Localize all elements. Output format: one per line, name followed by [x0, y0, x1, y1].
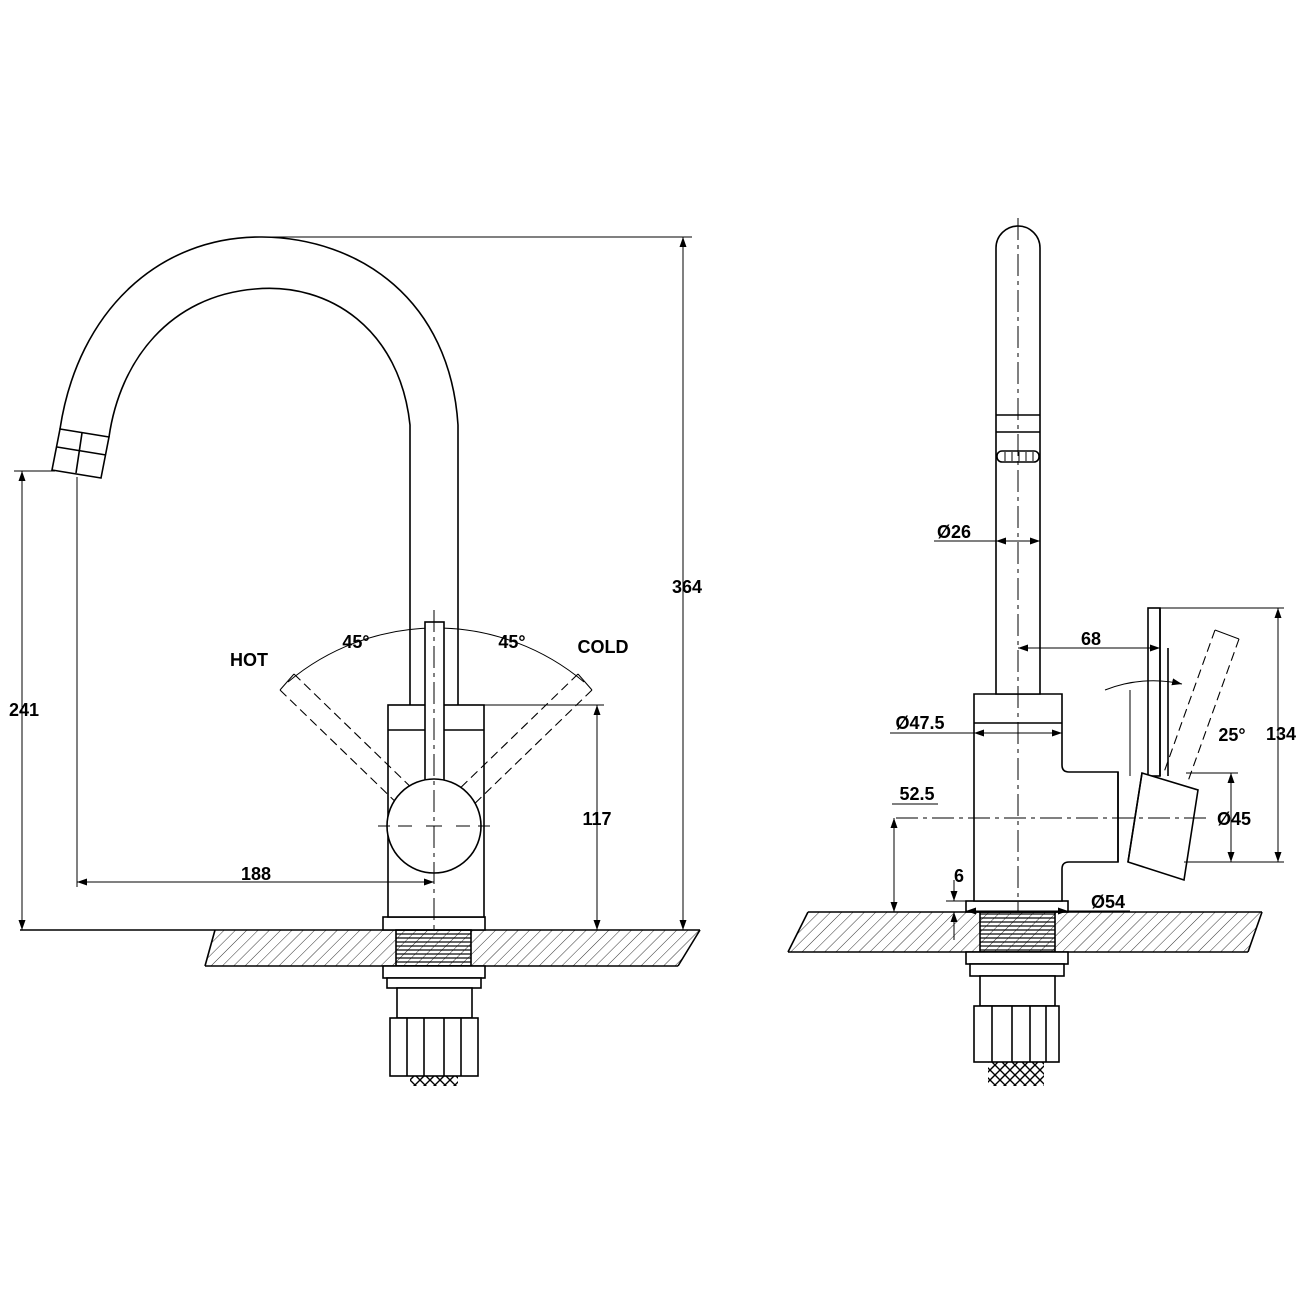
- dim-flange-thickness: 6: [946, 866, 972, 940]
- hot-angle-label: 45°: [342, 632, 369, 652]
- dim-lever-height: 134: [1160, 607, 1296, 863]
- side-view: Ø26 68 Ø47.5 52.5 6: [787, 218, 1296, 1086]
- spout-reach-label: 188: [241, 864, 271, 884]
- cold-angle-label: 45°: [498, 632, 525, 652]
- dim-total-height: 364: [258, 236, 702, 931]
- front-countertop: [20, 929, 701, 967]
- flange-thickness-label: 6: [954, 866, 964, 886]
- front-lever: [378, 610, 490, 930]
- side-lever-closed: [1129, 607, 1169, 777]
- lever-angle-label: 25°: [1218, 725, 1245, 745]
- front-lever-positions: [279, 627, 593, 813]
- body-diameter-label: Ø47.5: [895, 713, 944, 733]
- hot-label: HOT: [230, 650, 268, 670]
- cold-label: COLD: [578, 637, 629, 657]
- side-body: [973, 693, 1119, 902]
- total-height-label: 364: [672, 577, 702, 597]
- handle-height-label: 117: [582, 809, 611, 829]
- side-mounting-shank: [965, 900, 1069, 1086]
- dim-axis-height: 52.5: [890, 784, 938, 912]
- front-spout: [51, 236, 459, 705]
- dim-spout-height: 241: [9, 470, 55, 930]
- dim-lever-hub-diameter: Ø45: [1186, 772, 1251, 863]
- lever-offset-label: 68: [1081, 629, 1101, 649]
- front-mounting-shank: [382, 916, 486, 1086]
- dim-base-diameter: Ø54: [966, 892, 1130, 915]
- side-lever-open: [1104, 629, 1240, 785]
- dim-lever-offset: 68: [1018, 629, 1160, 652]
- dim-body-diameter: Ø47.5: [890, 713, 1062, 737]
- lever-hub-diameter-label: Ø45: [1217, 809, 1251, 829]
- side-spout: [995, 225, 1041, 695]
- lever-height-label: 134: [1266, 724, 1296, 744]
- dim-spout-reach: 188: [76, 477, 434, 887]
- axis-height-label: 52.5: [899, 784, 934, 804]
- dim-spout-diameter: Ø26: [934, 522, 1040, 545]
- front-view: 364 241 117 188 HOT COLD 45° 45°: [9, 236, 702, 1086]
- spout-diameter-label: Ø26: [937, 522, 971, 542]
- spout-height-label: 241: [9, 700, 39, 720]
- dim-handle-height: 117: [484, 704, 612, 930]
- base-diameter-label: Ø54: [1091, 892, 1125, 912]
- side-lever-hub: [1127, 771, 1199, 882]
